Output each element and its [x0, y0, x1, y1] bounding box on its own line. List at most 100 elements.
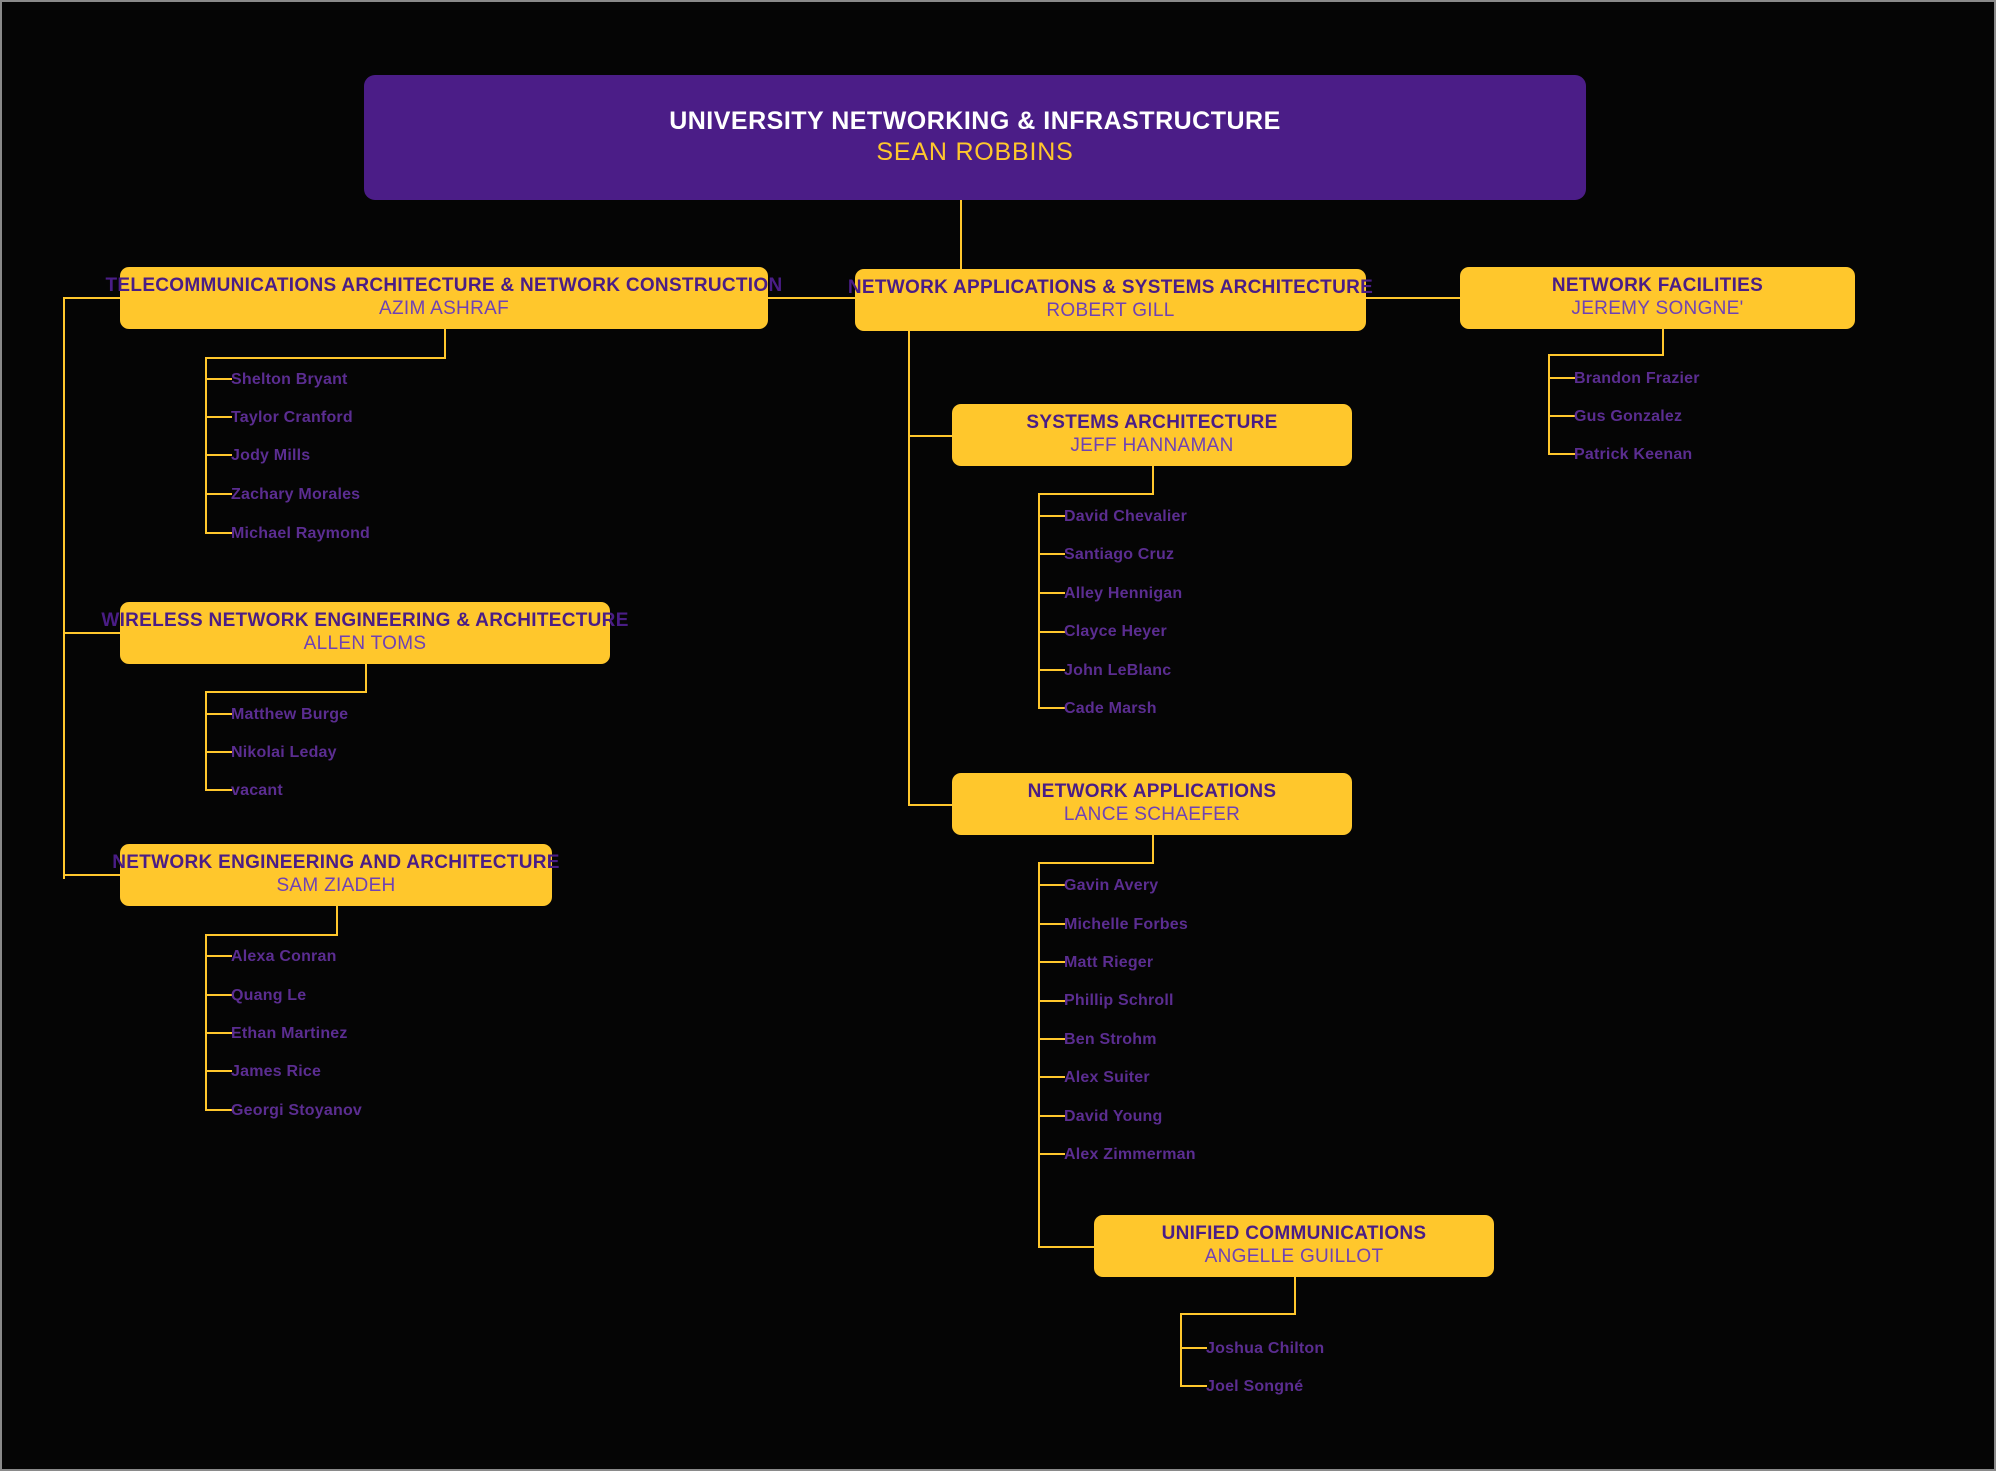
connector-netfac-stem — [1662, 329, 1664, 356]
connector-root-stem — [960, 200, 962, 298]
connector-netfac-tick — [1548, 415, 1575, 417]
unifiedcomms-leader: ANGELLE GUILLOT — [1204, 1246, 1384, 1268]
netengarch-title: NETWORK ENGINEERING AND ARCHITECTURE — [112, 851, 560, 873]
org-node-napsa[interactable]: NETWORK APPLICATIONS & SYSTEMS ARCHITECT… — [848, 269, 1373, 331]
wireless-title: WIRELESS NETWORK ENGINEERING & ARCHITECT… — [101, 609, 629, 631]
connector-napsa-spine — [908, 361, 910, 804]
org-node-unifiedcomms[interactable]: UNIFIED COMMUNICATIONS ANGELLE GUILLOT — [1094, 1215, 1494, 1277]
connector-telecom-elbow — [205, 357, 446, 359]
org-node-sysarch[interactable]: SYSTEMS ARCHITECTURE JEFF HANNAMAN — [952, 404, 1352, 466]
connector-sysarch-tick — [1038, 631, 1065, 633]
staff-name: Clayce Heyer — [1064, 623, 1167, 640]
netapps-leader: LANCE SCHAEFER — [1063, 804, 1241, 826]
staff-name: Quang Le — [231, 987, 307, 1004]
connector-telecom-tick — [205, 454, 232, 456]
staff-name: Jody Mills — [231, 447, 311, 464]
staff-name: Ben Strohm — [1064, 1031, 1157, 1048]
wireless-leader: ALLEN TOMS — [303, 633, 427, 655]
staff-name: Zachary Morales — [231, 486, 361, 503]
connector-stub-telecom — [63, 297, 123, 299]
org-node-telecom[interactable]: TELECOMMUNICATIONS ARCHITECTURE & NETWOR… — [106, 267, 782, 329]
staff-name: Joshua Chilton — [1206, 1340, 1325, 1357]
connector-wireless-tick — [205, 789, 232, 791]
connector-left-spine — [63, 297, 65, 879]
staff-name: Ethan Martinez — [231, 1025, 348, 1042]
staff-name: Alexa Conran — [231, 948, 337, 965]
connector-napsa-stem — [908, 331, 910, 361]
staff-name: Brandon Frazier — [1574, 370, 1700, 387]
connector-netfac-elbow — [1548, 354, 1664, 356]
connector-sysarch-spine — [1038, 493, 1040, 708]
connector-unifiedcomms-tick — [1180, 1347, 1207, 1349]
connector-unifiedcomms-elbow — [1180, 1313, 1296, 1315]
connector-wireless-tick — [205, 713, 232, 715]
connector-stub-unifiedcomms — [1038, 1246, 1094, 1248]
connector-netapps-tick — [1038, 884, 1065, 886]
sysarch-title: SYSTEMS ARCHITECTURE — [1026, 411, 1278, 433]
root-title: UNIVERSITY NETWORKING & INFRASTRUCTURE — [669, 107, 1281, 136]
staff-name: James Rice — [231, 1063, 322, 1080]
connector-netengarch-tick — [205, 955, 232, 957]
staff-name: Alex Zimmerman — [1064, 1146, 1196, 1163]
netfac-leader: JEREMY SONGNE' — [1571, 298, 1744, 320]
org-node-root[interactable]: UNIVERSITY NETWORKING & INFRASTRUCTURE S… — [364, 75, 1586, 200]
connector-netengarch-elbow — [205, 934, 338, 936]
staff-name: Cade Marsh — [1064, 700, 1157, 717]
connector-sysarch-tick — [1038, 669, 1065, 671]
staff-name: Taylor Cranford — [231, 409, 353, 426]
connector-wireless-spine — [205, 691, 207, 791]
connector-stub-sysarch — [908, 435, 952, 437]
telecom-leader: AZIM ASHRAF — [379, 298, 509, 320]
connector-netapps-stem — [1152, 835, 1154, 864]
staff-name: Georgi Stoyanov — [231, 1102, 363, 1119]
staff-name: Patrick Keenan — [1574, 446, 1693, 463]
connector-netfac-tick — [1548, 453, 1575, 455]
connector-telecom-tick — [205, 493, 232, 495]
connector-netengarch-spine — [205, 934, 207, 1110]
connector-sysarch-tick — [1038, 553, 1065, 555]
connector-netfac-tick — [1548, 377, 1575, 379]
connector-unifiedcomms-tick — [1180, 1385, 1207, 1387]
connector-netapps-tick — [1038, 923, 1065, 925]
staff-name: Alex Suiter — [1064, 1069, 1150, 1086]
connector-sysarch-stem — [1152, 466, 1154, 495]
connector-telecom-tick — [205, 416, 232, 418]
connector-wireless-elbow — [205, 691, 367, 693]
netengarch-leader: SAM ZIADEH — [276, 875, 396, 897]
staff-name: Nikolai Leday — [231, 744, 337, 761]
connector-netapps-spine — [1038, 862, 1040, 1246]
staff-name: Santiago Cruz — [1064, 546, 1175, 563]
org-node-netengarch[interactable]: NETWORK ENGINEERING AND ARCHITECTURE SAM… — [112, 844, 559, 906]
connector-sysarch-tick — [1038, 515, 1065, 517]
napsa-title: NETWORK APPLICATIONS & SYSTEMS ARCHITECT… — [847, 276, 1374, 298]
org-node-netapps[interactable]: NETWORK APPLICATIONS LANCE SCHAEFER — [952, 773, 1352, 835]
org-node-netfac[interactable]: NETWORK FACILITIES JEREMY SONGNE' — [1460, 267, 1855, 329]
org-node-wireless[interactable]: WIRELESS NETWORK ENGINEERING & ARCHITECT… — [101, 602, 628, 664]
staff-name: Gus Gonzalez — [1574, 408, 1683, 425]
staff-name: Shelton Bryant — [231, 371, 348, 388]
connector-netengarch-tick — [205, 994, 232, 996]
connector-netengarch-tick — [205, 1070, 232, 1072]
staff-name: Phillip Schroll — [1064, 992, 1174, 1009]
connector-netapps-elbow — [1038, 862, 1154, 864]
connector-stub-netapps — [908, 804, 952, 806]
connector-netfac-spine — [1548, 354, 1550, 454]
sysarch-leader: JEFF HANNAMAN — [1070, 435, 1234, 457]
staff-name: David Chevalier — [1064, 508, 1188, 525]
connector-netengarch-tick — [205, 1032, 232, 1034]
connector-netengarch-tick — [205, 1109, 232, 1111]
root-leader: SEAN ROBBINS — [876, 137, 1074, 166]
connector-stub-wireless — [63, 632, 123, 634]
connector-telecom-stem — [444, 329, 446, 358]
napsa-leader: ROBERT GILL — [1046, 300, 1175, 322]
connector-wireless-stem — [365, 664, 367, 693]
connector-unifiedcomms-stem — [1294, 1277, 1296, 1315]
connector-sysarch-elbow — [1038, 493, 1154, 495]
staff-name: Michelle Forbes — [1064, 916, 1188, 933]
connector-netapps-tick — [1038, 1153, 1065, 1155]
staff-name: David Young — [1064, 1108, 1163, 1125]
connector-netapps-tick — [1038, 1038, 1065, 1040]
connector-netapps-tick — [1038, 1076, 1065, 1078]
staff-name: Joel Songné — [1206, 1378, 1304, 1395]
